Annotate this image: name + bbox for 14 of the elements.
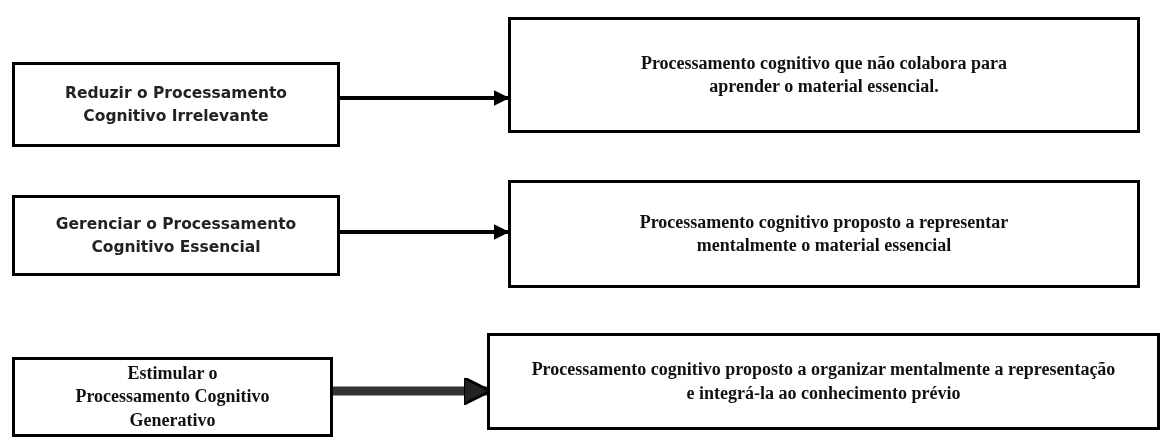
- arrow: [340, 90, 510, 106]
- process-box: [508, 17, 1140, 133]
- arrow: [340, 224, 510, 240]
- process-box: [487, 333, 1160, 430]
- box-text: Processamento cognitivo proposto a organizar mentalmente a representação e integrá-la ao conhecimento prévio: [530, 358, 1117, 405]
- box-text: Gerenciar o Processamento Cognitivo Essencial: [54, 214, 298, 258]
- process-box: [12, 62, 340, 147]
- box-text: Estimular o Processamento Cognitivo Generativo: [74, 361, 271, 432]
- process-box: [12, 357, 333, 437]
- process-box: [508, 180, 1140, 288]
- box-text: Processamento cognitivo que não colabora para aprender o material essencial.: [639, 51, 1009, 98]
- box-text: Processamento cognitivo proposto a representar mentalmente o material essencial: [638, 210, 1010, 257]
- box-text: Reduzir o Processamento Cognitivo Irrelevante: [64, 83, 288, 127]
- process-box: [12, 195, 340, 276]
